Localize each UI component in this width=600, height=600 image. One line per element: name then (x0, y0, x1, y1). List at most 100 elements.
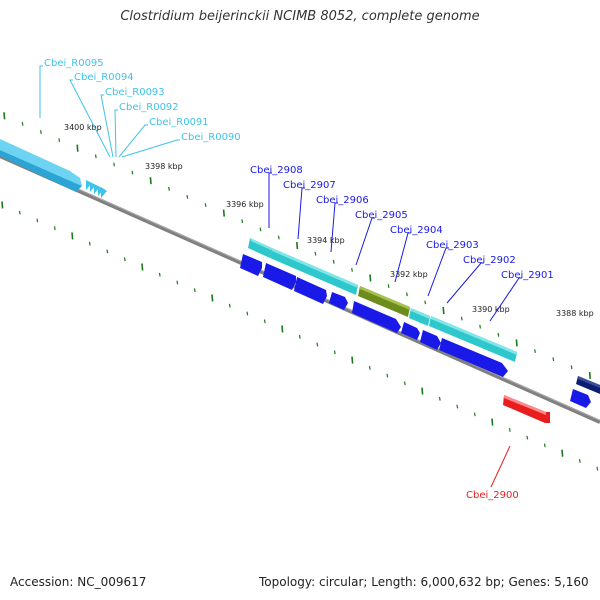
cds-reverse-6[interactable] (401, 322, 420, 340)
ruler-dash (316, 342, 319, 347)
ruler-dash (71, 232, 74, 240)
ruler-dash (3, 112, 6, 120)
ruler-tick-3398: 3398 kbp (145, 162, 183, 171)
ruler-dash (442, 306, 445, 315)
ruler-dash (277, 235, 280, 240)
cds-reverse-9[interactable] (570, 389, 591, 408)
ruler-dash (515, 339, 518, 347)
cds-reverse-5[interactable] (352, 301, 401, 333)
ruler-dash (94, 154, 97, 159)
ruler-dash (298, 334, 301, 339)
cds-reverse-8[interactable] (439, 338, 508, 377)
ruler-dash (246, 311, 249, 316)
cds-reverse-2900-highlight[interactable] (503, 395, 550, 423)
rna-feature-long[interactable] (0, 139, 82, 192)
leader-cbei-2900 (490, 445, 511, 488)
label-cbei-r0094[interactable]: Cbei_R0094 (74, 72, 134, 83)
ruler-dash (296, 242, 299, 250)
label-cbei-r0091[interactable]: Cbei_R0091 (149, 117, 209, 128)
label-cbei-2900[interactable]: Cbei_2900 (466, 490, 519, 501)
ruler-tick-3388: 3388 kbp (556, 309, 594, 318)
label-cbei-2905[interactable]: Cbei_2905 (355, 210, 408, 221)
ruler-dash (526, 435, 529, 440)
ruler-tick-3392: 3392 kbp (390, 270, 428, 279)
ruler-dash (204, 203, 207, 207)
cds-reverse-4[interactable] (329, 292, 348, 310)
ruler-dash (241, 219, 244, 224)
ruler-dash (53, 226, 56, 231)
cds-forward-2903[interactable] (429, 316, 517, 362)
ruler-dash (113, 162, 115, 167)
cds-forward-2908[interactable] (248, 238, 273, 258)
cds-forward-dark[interactable] (576, 376, 600, 394)
ruler-dash (263, 319, 266, 324)
map-title: Clostridium beijerinckii NCIMB 8052, com… (120, 9, 480, 24)
ruler-dash (534, 349, 536, 353)
ruler-dash (123, 257, 126, 262)
ruler-dash (259, 227, 262, 232)
ruler-dash (333, 350, 336, 355)
ruler-dash (473, 412, 476, 417)
ruler-dash (460, 316, 463, 321)
ruler-dash (131, 170, 134, 175)
ruler-dash (158, 272, 161, 277)
ruler-tick-3396: 3396 kbp (226, 200, 264, 209)
ruler-tick-3394: 3394 kbp (307, 236, 345, 245)
ruler-dash (386, 373, 389, 378)
ruler-dash (40, 130, 42, 134)
ruler-dash (168, 186, 170, 191)
cds-leaders (268, 172, 522, 322)
ruler-dash (508, 428, 511, 432)
cds-forward-2904[interactable] (409, 308, 430, 326)
accession-text: Accession: NC_009617 (10, 575, 147, 589)
cds-forward-2905-highlight[interactable] (358, 286, 410, 317)
ruler-dash (561, 449, 564, 457)
label-cbei-2901[interactable]: Cbei_2901 (501, 270, 554, 281)
cds-forward-2907[interactable] (270, 248, 358, 295)
label-cbei-2902[interactable]: Cbei_2902 (463, 255, 516, 266)
ruler-dash (332, 259, 335, 264)
ruler-dash (369, 274, 372, 282)
ruler-dash (596, 466, 599, 471)
label-cbei-r0090[interactable]: Cbei_R0090 (181, 132, 241, 143)
ruler-dash (368, 365, 371, 370)
ruler-dash (424, 300, 427, 305)
ruler-dash (21, 122, 24, 126)
cds-reverse-1[interactable] (240, 254, 262, 276)
label-cbei-2903[interactable]: Cbei_2903 (426, 240, 479, 251)
ruler-dash (387, 284, 390, 288)
ruler-dash (281, 325, 284, 333)
label-cbei-r0092[interactable]: Cbei_R0092 (119, 102, 179, 113)
ruler-dash (351, 268, 353, 272)
ruler-dash (149, 177, 152, 185)
ruler-dashes-upper (3, 112, 591, 379)
ruler-dash (351, 356, 354, 364)
ruler-dash (578, 459, 581, 463)
ruler-dash (1, 201, 4, 209)
ruler-dash (106, 249, 109, 254)
ruler-dash (552, 357, 555, 362)
ruler-dash (314, 251, 317, 256)
ruler-dash (58, 138, 61, 142)
genome-summary-text: Topology: circular; Length: 6,000,632 bp… (259, 575, 589, 589)
ruler-tick-3390: 3390 kbp (472, 305, 510, 314)
ruler-dash (421, 387, 424, 395)
ruler-dash (403, 381, 406, 386)
ruler-dash (76, 144, 79, 152)
label-cbei-2904[interactable]: Cbei_2904 (390, 225, 443, 236)
rna-feature-cluster[interactable] (86, 180, 107, 198)
ruler-dash (228, 303, 231, 308)
label-cbei-r0095[interactable]: Cbei_R0095 (44, 58, 104, 69)
label-cbei-2907[interactable]: Cbei_2907 (283, 180, 336, 191)
cds-reverse-2[interactable] (263, 263, 296, 290)
ruler-tick-3400: 3400 kbp (64, 123, 102, 132)
rna-leaders (39, 65, 180, 158)
ruler-dash (36, 218, 39, 223)
label-cbei-2908[interactable]: Cbei_2908 (250, 165, 303, 176)
label-cbei-2906[interactable]: Cbei_2906 (316, 195, 369, 206)
cds-reverse-7[interactable] (420, 330, 441, 350)
cds-reverse-3[interactable] (294, 277, 327, 304)
label-cbei-r0093[interactable]: Cbei_R0093 (105, 87, 165, 98)
ruler-dash (588, 371, 591, 379)
